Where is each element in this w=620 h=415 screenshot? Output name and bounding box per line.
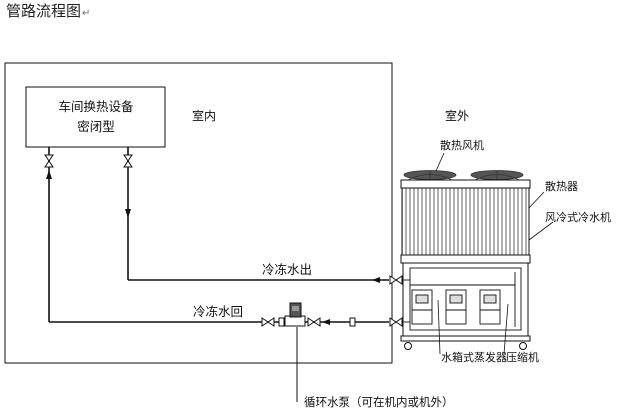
valve-icon (389, 317, 403, 327)
return-pipe (48, 147, 389, 323)
supply-pipe (127, 147, 389, 281)
return-arrow-left-icon (322, 319, 330, 325)
fan-guard (405, 171, 522, 182)
compressor-icon (479, 289, 501, 325)
equipment-label-line2: 密闭型 (77, 119, 115, 134)
supply-arrow-left-icon (372, 277, 380, 283)
valve-icon (123, 154, 133, 168)
pump-group (261, 317, 356, 327)
pump-icon (284, 302, 306, 327)
return-mark: ↵ (82, 8, 91, 19)
condenser-coil (401, 187, 530, 256)
supply-label: 冷冻水出 (262, 262, 312, 277)
fan-label: 散热风机 (440, 138, 484, 152)
return-label: 冷冻水回 (193, 304, 243, 319)
evaporator-icon (411, 289, 433, 325)
annotation-leaders (435, 152, 554, 355)
evaporator-label: 水箱式蒸发器 (441, 350, 507, 364)
compressor-label: 压缩机 (506, 350, 539, 364)
supply-arrow-down (125, 209, 131, 218)
pump-label: 循环水泵（可在机内或机外） (304, 395, 454, 409)
page-title: 管路流程图↵ (6, 2, 90, 23)
page-title-text: 管路流程图 (6, 2, 82, 20)
return-arrow-up (46, 170, 52, 179)
valve-icon (44, 154, 54, 168)
indoor-label: 室内 (192, 108, 216, 123)
equipment-box (25, 86, 166, 148)
caster-icon (404, 342, 527, 350)
outdoor-label: 室外 (445, 108, 469, 123)
valve-icon (389, 275, 403, 285)
evaporator-icon (445, 289, 467, 325)
equipment-label-line1: 车间换热设备 (58, 99, 134, 114)
chiller-unit (400, 170, 531, 350)
indoor-boundary (4, 62, 393, 364)
radiator-label: 散热器 (545, 179, 578, 193)
chiller-label: 风冷式冷水机 (545, 210, 611, 224)
